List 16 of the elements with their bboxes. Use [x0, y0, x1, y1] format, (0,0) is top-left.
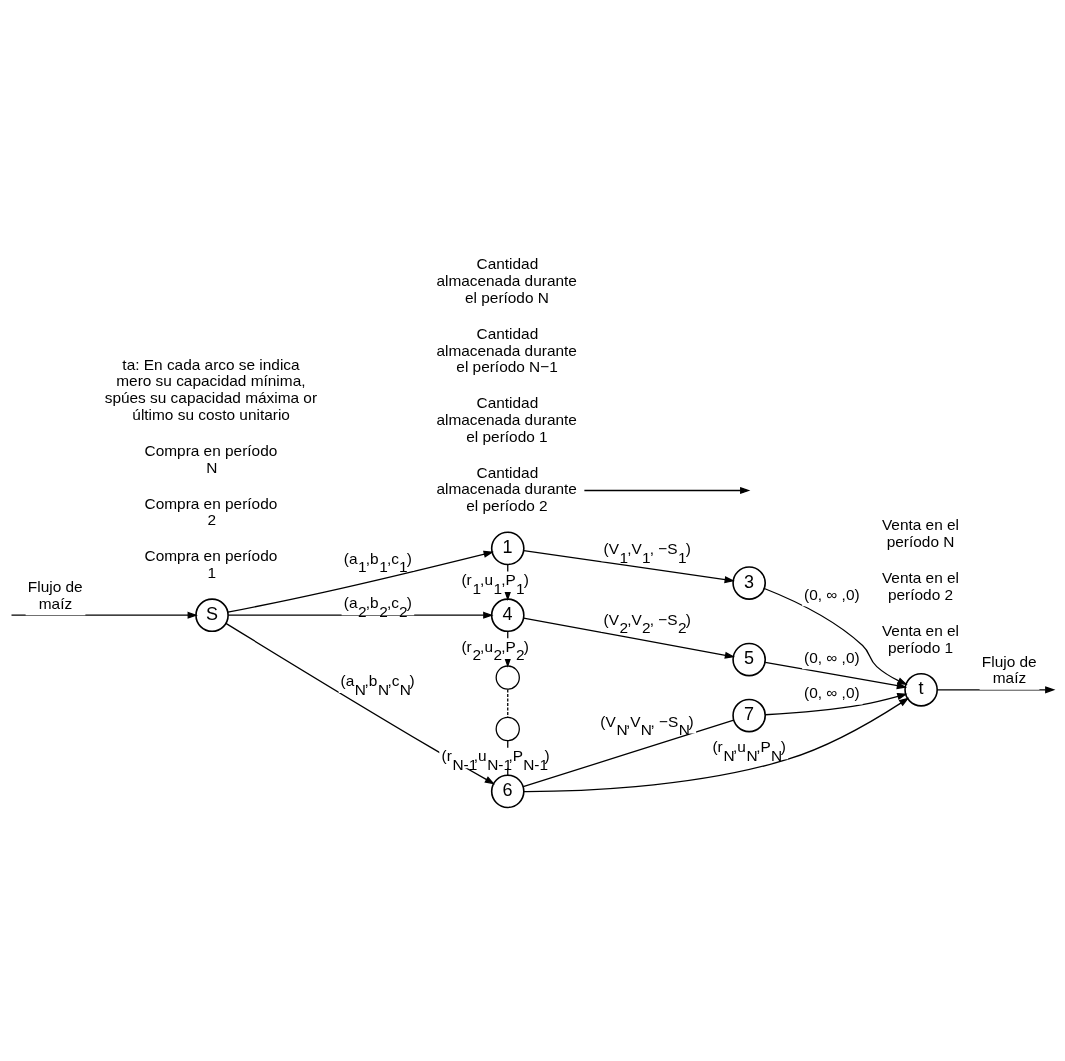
- edge-label: (0, ∞ ,0): [804, 585, 860, 603]
- node-text: Cantidad almacenada durante el período 2: [436, 463, 577, 514]
- label: Cantidad almacenada durante el período N−1: [436, 324, 577, 375]
- label: Cantidad almacenada durante el período N: [436, 254, 577, 306]
- label: Compra en período N: [144, 441, 278, 476]
- label: Venta en el período 2: [881, 568, 959, 603]
- label: Venta en el período 1: [881, 621, 959, 656]
- label: Compra en período 1: [144, 546, 278, 581]
- label: Compra en período 2: [144, 494, 278, 528]
- edge-label: Flujo de maíz: [27, 577, 83, 612]
- edge-label: Flujo de maíz: [981, 652, 1037, 686]
- label: ta: En cada arco se indica mero su capacidad mínima, spúes su capacidad máxima or último su costo unitario: [104, 355, 318, 423]
- edge-label: (0, ∞ ,0): [804, 648, 860, 666]
- edge-label: (0, ∞ ,0): [804, 683, 860, 701]
- label: Cantidad almacenada durante el período 1: [436, 393, 577, 445]
- label: Venta en el período N: [881, 515, 959, 550]
